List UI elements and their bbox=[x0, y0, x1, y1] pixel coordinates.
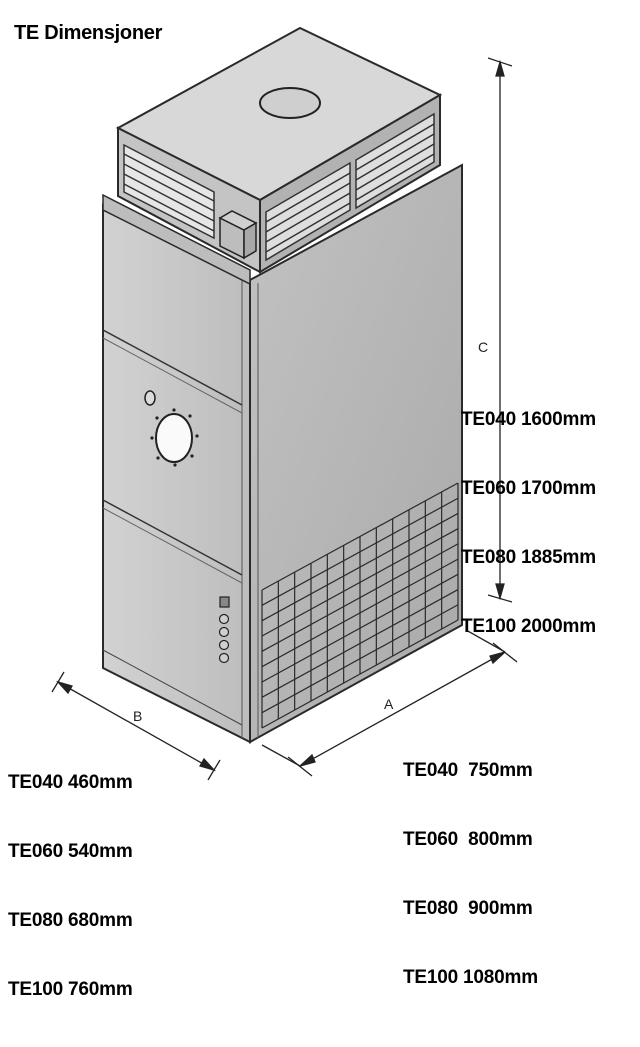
spec-row: TE060 540mm bbox=[8, 841, 133, 862]
spec-row: TE040 1600mm bbox=[461, 409, 596, 430]
spec-list-c: TE040 1600mm TE060 1700mm TE080 1885mm T… bbox=[461, 362, 596, 684]
spec-row: TE100 2000mm bbox=[461, 616, 596, 637]
control-box-icon bbox=[218, 210, 258, 260]
front-panel-seam-1 bbox=[102, 329, 243, 406]
spec-row: TE100 760mm bbox=[8, 979, 133, 1000]
heater-drawing bbox=[51, 26, 518, 781]
spec-row: TE100 1080mm bbox=[403, 967, 538, 988]
spec-row: TE080 900mm bbox=[403, 898, 533, 919]
dimension-label-c: C bbox=[478, 339, 489, 355]
dimension-label-a: A bbox=[384, 696, 394, 712]
dimension-line-a bbox=[261, 629, 518, 777]
spec-row: TE040 460mm bbox=[8, 772, 133, 793]
dimension-line-c bbox=[487, 57, 513, 603]
spec-row: TE040 750mm bbox=[403, 760, 533, 781]
round-duct-outlet-icon bbox=[259, 87, 321, 119]
spec-row: TE060 1700mm bbox=[461, 478, 596, 499]
connector-ports-icon bbox=[218, 596, 230, 664]
front-panel-seam-2 bbox=[102, 499, 243, 576]
grille-icon bbox=[261, 482, 459, 729]
spec-list-b: TE040 460mm TE060 540mm TE080 680mm TE10… bbox=[8, 725, 133, 1047]
spec-list-a: TE040 750mm TE060 800mm TE080 900mm TE10… bbox=[403, 713, 538, 1035]
spec-row: TE060 800mm bbox=[403, 829, 533, 850]
page-title: TE Dimensjoner bbox=[14, 22, 163, 44]
louvered-vent-icon bbox=[123, 143, 215, 240]
spec-row: TE080 680mm bbox=[8, 910, 133, 931]
spec-row: TE080 1885mm bbox=[461, 547, 596, 568]
diagram-canvas: TE Dimensjoner C A B TE040 1600mm TE060 … bbox=[8, 22, 596, 1000]
dimension-label-b: B bbox=[133, 708, 143, 724]
dimension-line-b bbox=[51, 671, 221, 781]
burner-opening-icon bbox=[144, 390, 199, 467]
